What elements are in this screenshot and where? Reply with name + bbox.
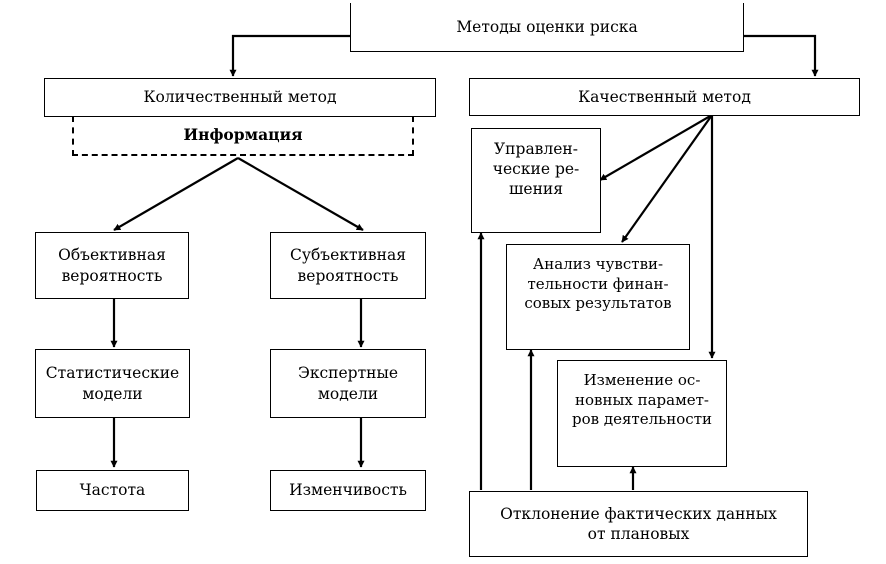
- edge-info-subjective: [237, 157, 364, 231]
- quantitative-method-node: Количественный метод: [44, 78, 436, 117]
- frequency-node: Частота: [36, 470, 189, 511]
- deviation-node: Отклонение фактических данных от плановы…: [469, 491, 808, 557]
- edge-info-objective: [113, 157, 239, 231]
- edge-root-quantitative: [229, 34, 352, 77]
- subjective-probability-node: Субъективная вероятность: [270, 232, 426, 299]
- information-node: Информация: [72, 116, 414, 156]
- edge-root-qualitative: [742, 34, 819, 77]
- management-decisions-node: Управлен- ческие ре- шения: [471, 128, 601, 233]
- edge-qualitative-management: [599, 114, 713, 181]
- expert-models-node: Экспертные модели: [270, 349, 426, 418]
- parameter-change-node: Изменение ос- новных парамет- ров деятел…: [557, 360, 727, 467]
- qualitative-method-node: Качественный метод: [469, 78, 860, 116]
- objective-probability-node: Объективная вероятность: [35, 232, 189, 299]
- edge-qualitative-sensitivity: [621, 114, 713, 243]
- root-node: Методы оценки риска: [350, 3, 744, 52]
- statistical-models-node: Статистические модели: [35, 349, 190, 418]
- variability-node: Изменчивость: [270, 470, 426, 511]
- sensitivity-analysis-node: Анализ чувстви- тельности финан- совых р…: [506, 244, 690, 350]
